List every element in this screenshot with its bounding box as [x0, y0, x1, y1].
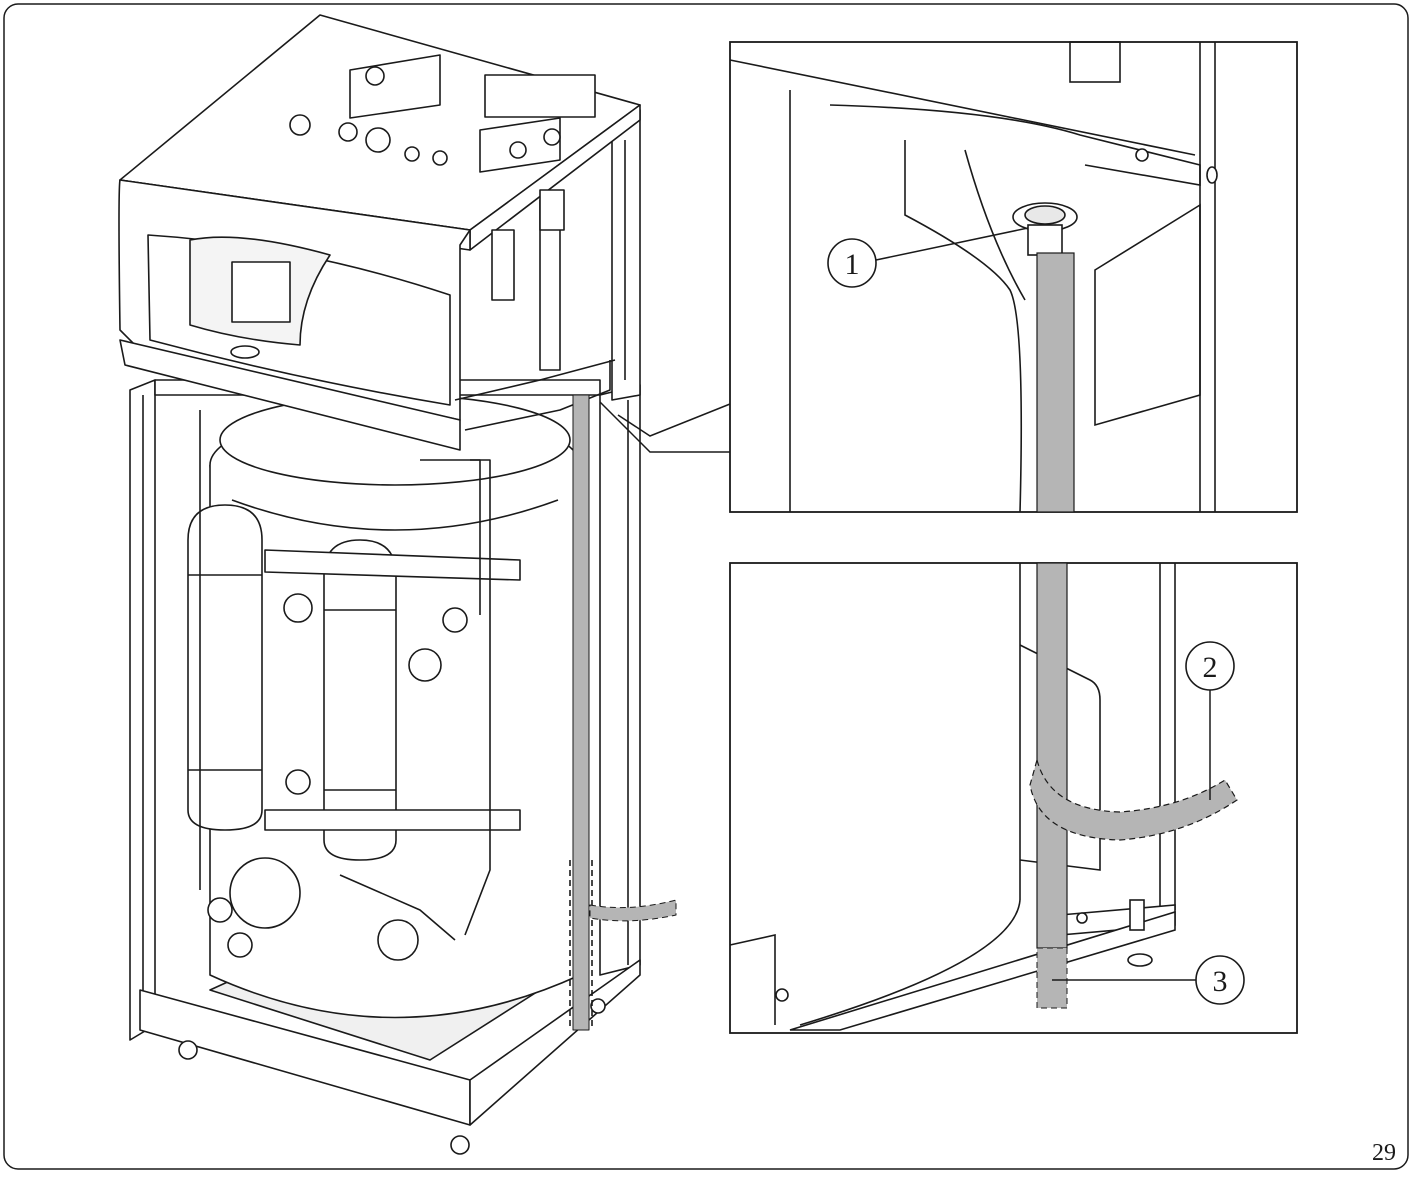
callout-1: 1	[827, 227, 1029, 288]
detail-hose-top	[1036, 252, 1075, 513]
page-border	[3, 3, 1409, 1170]
callout-3-label: 3	[1213, 965, 1228, 998]
internal-piping	[454, 189, 616, 431]
page-number: 29	[1372, 1140, 1396, 1166]
control-box	[118, 179, 471, 451]
detail-box-top	[729, 41, 1298, 513]
callout-1-label: 1	[845, 248, 860, 281]
callout-3: 3	[1052, 955, 1245, 1005]
detail-hose-bottom	[1036, 562, 1068, 949]
callout-2: 2	[1185, 641, 1235, 800]
condensate-hose-main	[572, 394, 590, 1031]
heat-pump-unit-illustration	[118, 14, 677, 1155]
detail-box-bottom	[729, 562, 1298, 1034]
condensate-hose-exit	[589, 899, 677, 922]
tank-connections	[199, 410, 491, 961]
detail-leader	[599, 401, 731, 453]
detail-hose-side-exit	[1029, 757, 1238, 841]
callout-2-label: 2	[1203, 651, 1218, 684]
tank-strap-lower	[264, 809, 521, 831]
tank-strap-upper	[264, 549, 521, 581]
expansion-vessel-left	[187, 504, 263, 831]
